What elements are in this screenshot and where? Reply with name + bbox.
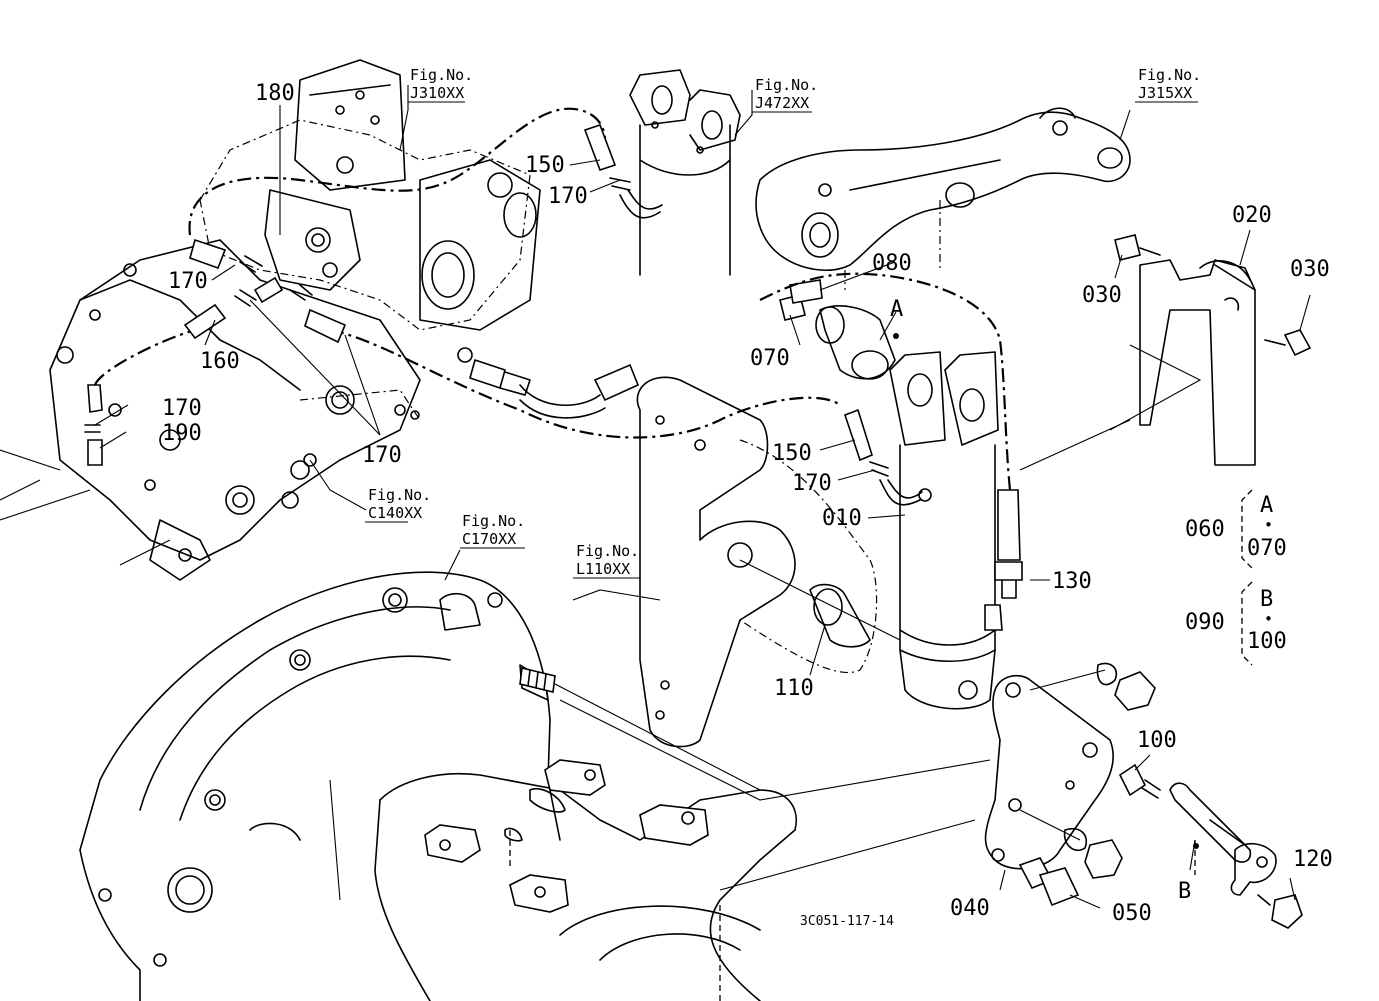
part-label-040: 040 <box>950 896 990 921</box>
lower-frame-drawing <box>374 759 976 1001</box>
group-number: 060 <box>1185 517 1225 542</box>
fig-ref-j315: Fig.No. J315XX <box>1135 66 1201 103</box>
group-legend-090: 090 B • 100 <box>1185 587 1287 654</box>
bracket-drawing-l110 <box>636 376 901 748</box>
part-label-170: 170 <box>168 269 208 294</box>
drawing-code: 3C051-117-14 <box>800 914 894 929</box>
part-label-150: 150 <box>525 153 565 178</box>
view-marker-b: B <box>1178 879 1191 904</box>
bolt-drawing <box>519 667 761 791</box>
bracket-040-drawing <box>984 662 1156 907</box>
bracket-drawing-j472 <box>629 69 741 276</box>
part-label-100: 100 <box>1137 728 1177 753</box>
part-label-020: 020 <box>1232 203 1272 228</box>
fig-ref-l110: Fig.No. L110XX <box>573 542 640 579</box>
part-label-180: 180 <box>255 81 295 106</box>
part-label-110: 110 <box>774 676 814 701</box>
part-label-170: 170 <box>362 443 402 468</box>
marker-dot <box>893 333 899 339</box>
fig-code: J310XX <box>410 84 464 102</box>
leader-lines <box>94 85 1311 909</box>
group-dot: • <box>1264 610 1273 628</box>
fig-heading: Fig.No. <box>1138 66 1201 84</box>
fig-ref-j472: Fig.No. J472XX <box>752 76 818 113</box>
fig-code: L110XX <box>576 560 630 578</box>
part-label-080: 080 <box>872 251 912 276</box>
fig-heading: Fig.No. <box>755 76 818 94</box>
part-label-010: 010 <box>822 506 862 531</box>
part-label-150: 150 <box>772 441 812 466</box>
group-marker: B <box>1260 587 1273 612</box>
hydraulic-block-drawing <box>0 59 541 581</box>
group-marker: A <box>1260 493 1273 518</box>
hose-150-center <box>843 408 932 506</box>
group-dot: • <box>1264 516 1273 534</box>
part-label-030: 030 <box>1290 257 1330 282</box>
lift-arm-drawing-j315 <box>755 107 1131 290</box>
part-label-130: 130 <box>1052 569 1092 594</box>
part-label-160: 160 <box>200 349 240 374</box>
part-label-050: 050 <box>1112 901 1152 926</box>
fig-code: C140XX <box>368 504 422 522</box>
sensor-drawing <box>759 272 1023 599</box>
fig-code: J315XX <box>1138 84 1192 102</box>
fig-code: J472XX <box>755 94 809 112</box>
fig-heading: Fig.No. <box>576 542 639 560</box>
fig-heading: Fig.No. <box>410 66 473 84</box>
group-brackets <box>1241 489 1253 666</box>
part-label-070: 070 <box>750 346 790 371</box>
part-label-170: 170 <box>792 471 832 496</box>
view-marker-a: A <box>890 297 903 322</box>
marker-dot <box>1193 843 1199 849</box>
lift-cylinder-drawing <box>779 279 1003 710</box>
fig-ref-c140: Fig.No. C140XX <box>365 486 431 523</box>
part-label-120: 120 <box>1293 847 1333 872</box>
part-label-030: 030 <box>1082 283 1122 308</box>
group-number: 090 <box>1185 610 1225 635</box>
cover-020-drawing <box>1109 234 1312 466</box>
fig-heading: Fig.No. <box>368 486 431 504</box>
transmission-housing-drawing <box>79 571 991 1001</box>
fig-ref-j310: Fig.No. J310XX <box>408 66 473 103</box>
fig-code: C170XX <box>462 530 516 548</box>
pin-assembly-drawing <box>1118 763 1303 929</box>
group-legend-060: 060 A • 070 <box>1185 493 1287 561</box>
group-item: 070 <box>1247 536 1287 561</box>
group-item: 100 <box>1247 629 1287 654</box>
fig-ref-c170: Fig.No. C170XX <box>460 512 525 549</box>
fig-heading: Fig.No. <box>462 512 525 530</box>
part-label-170: 170 <box>548 184 588 209</box>
part-label-170: 170 <box>162 396 202 421</box>
part-label-190: 190 <box>162 421 202 446</box>
